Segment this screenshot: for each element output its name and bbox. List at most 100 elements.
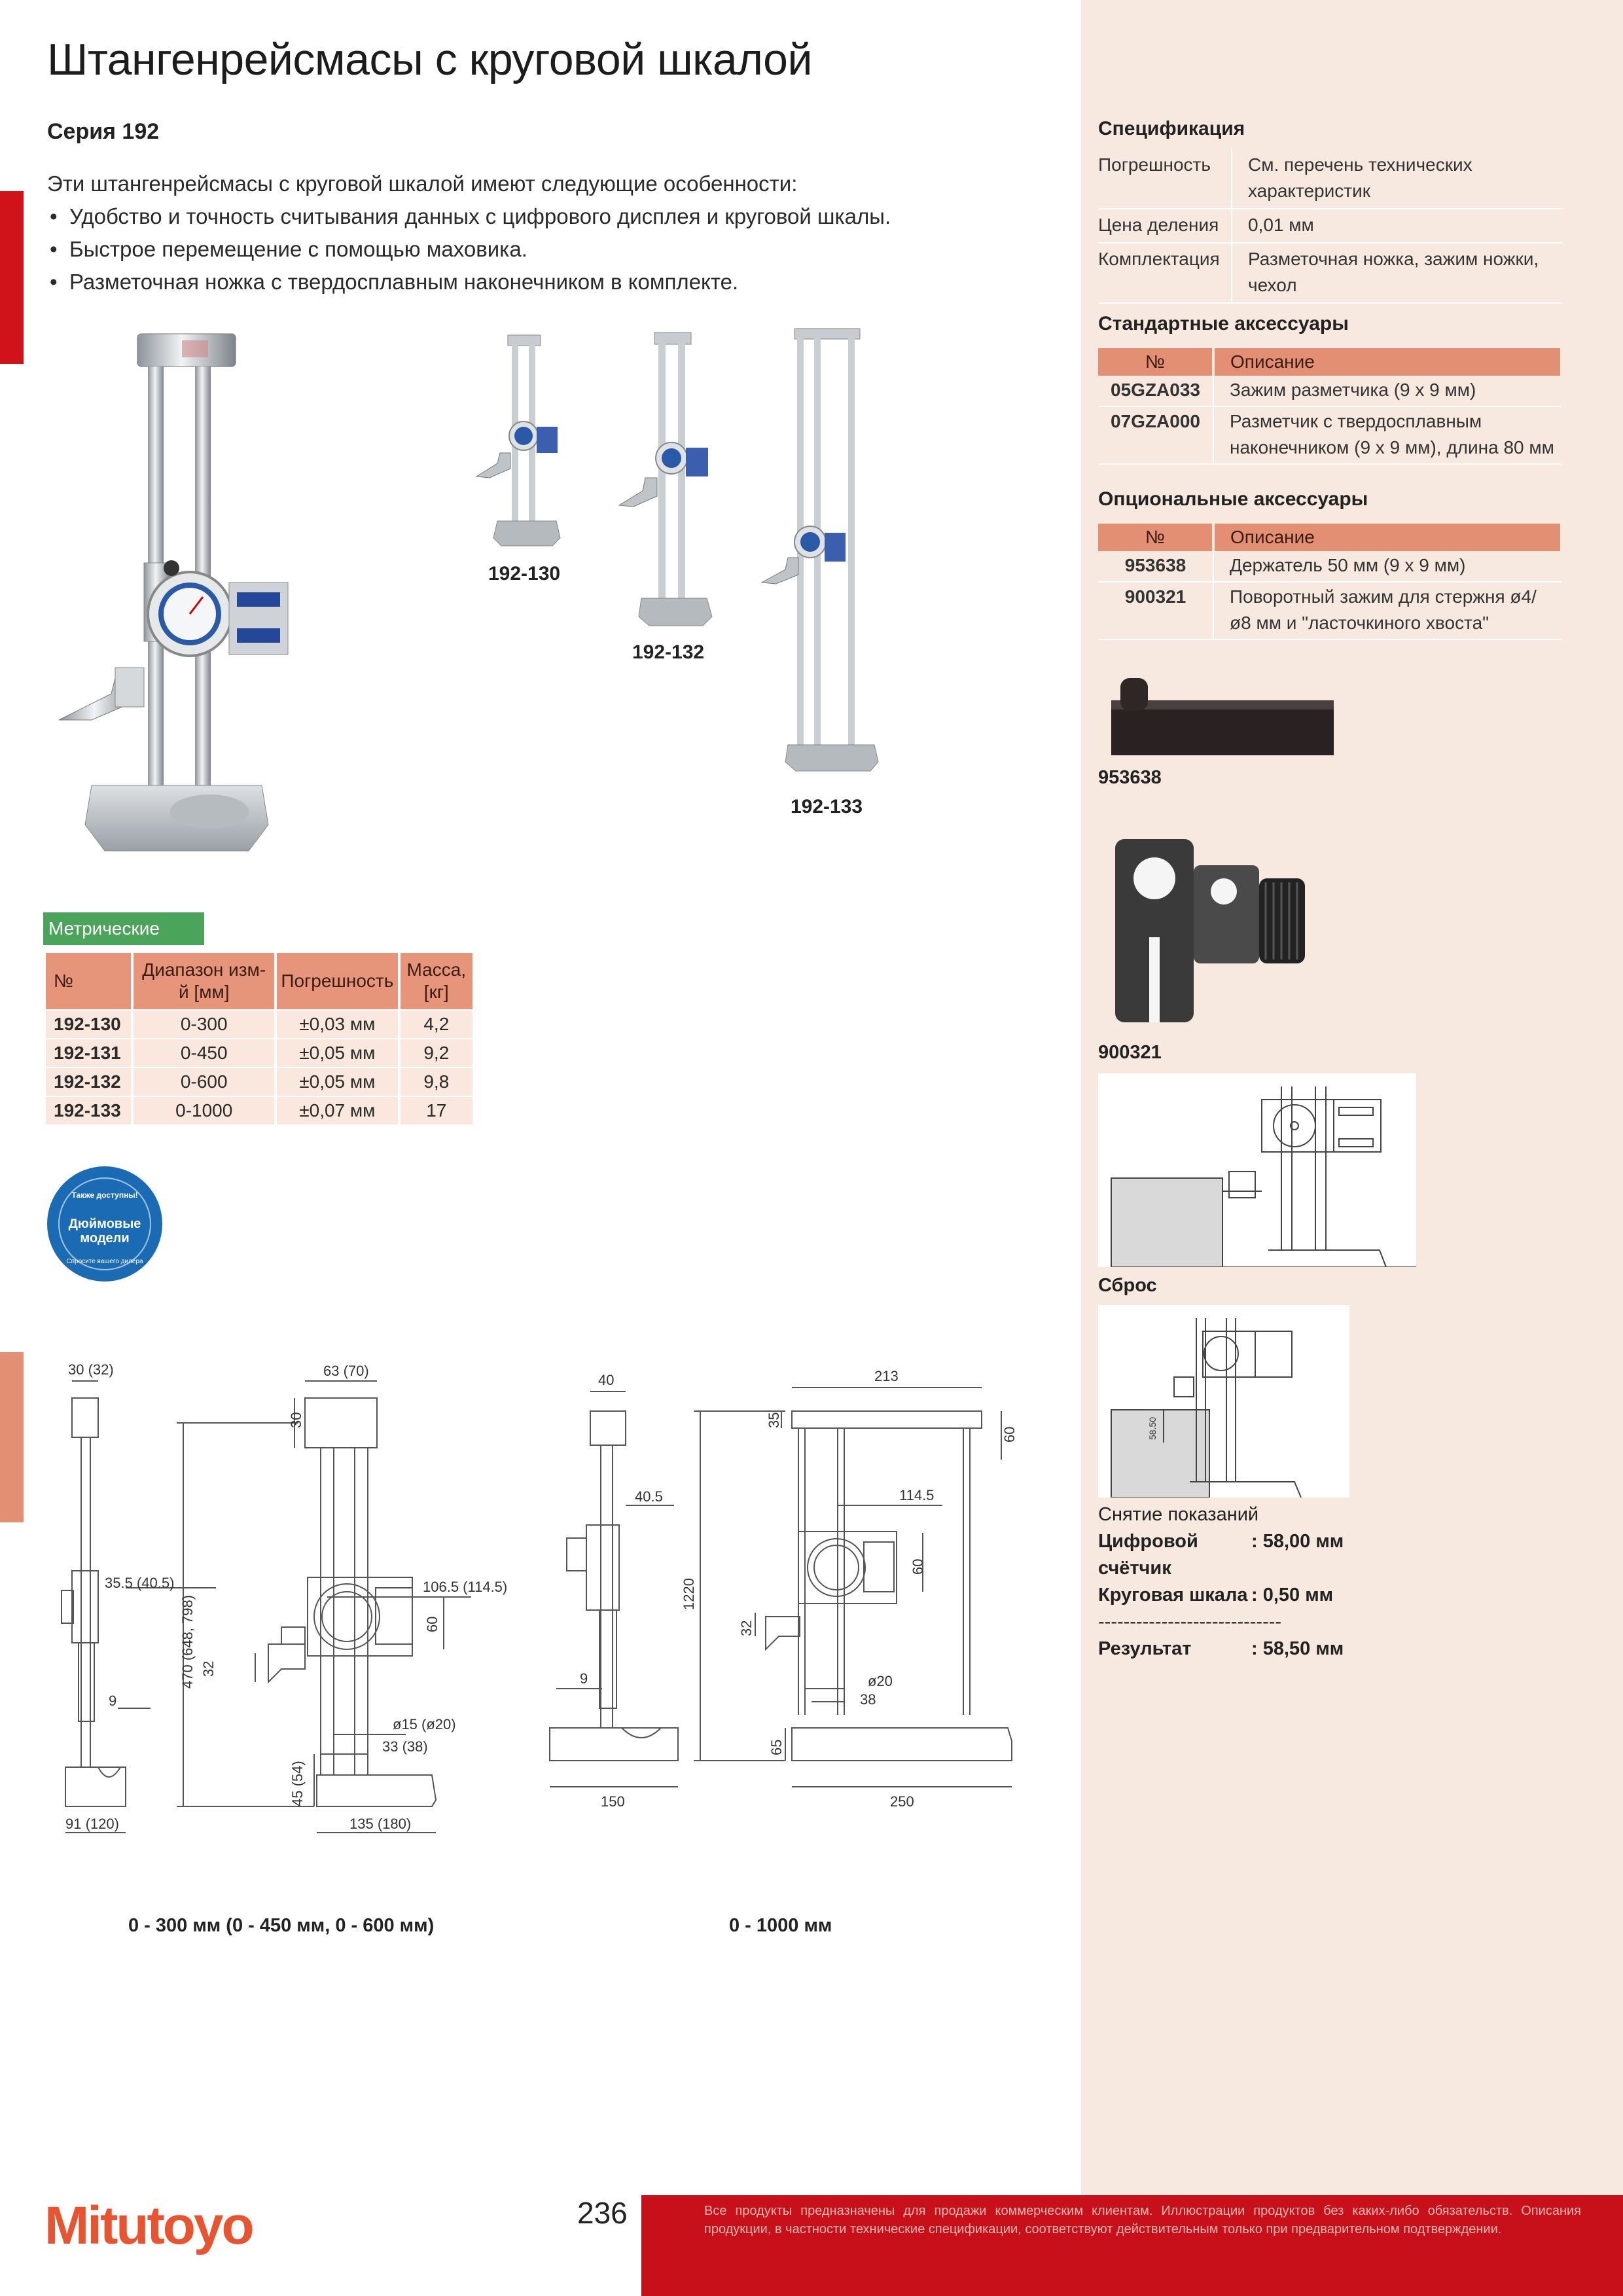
reset-label: Сброс — [1098, 1275, 1157, 1296]
dim-20: ø20 — [868, 1673, 893, 1689]
series-label: Серия 192 — [47, 119, 160, 144]
page-title: Штангенрейсмасы с круговой шкалой — [47, 35, 812, 84]
table-row: 192-131 0-450 ±0,05 мм 9,2 — [46, 1039, 473, 1067]
height-gauge-photo-192-133 — [759, 326, 890, 778]
dim-top-width: 30 (32) — [68, 1361, 114, 1378]
col-header-accuracy: Погрешность — [277, 953, 398, 1009]
spec-key: Комплектация — [1098, 243, 1232, 304]
reading-row-digital: Цифровой счётчик : 58,00 мм — [1098, 1528, 1344, 1582]
table-row: Комплектация Разметочная ножка, зажим но… — [1098, 243, 1563, 304]
intro-lead: Эти штангенрейсмасы с круговой шкалой им… — [47, 171, 798, 196]
reading-row-dial: Круговая шкала : 0,50 мм — [1098, 1582, 1344, 1609]
reading-heading: Снятие показаний — [1098, 1504, 1259, 1525]
col-header-desc: Описание — [1213, 348, 1563, 376]
brand-name: Mitutoyo — [45, 2197, 253, 2255]
cell-range: 0-450 — [134, 1039, 275, 1067]
reset-dim-58-50: 58.50 — [1147, 1417, 1158, 1440]
feature-list: Удобство и точность считывания данных с … — [47, 200, 1042, 298]
feature-item: Разметочная ножка с твердосплавным након… — [47, 266, 1042, 298]
reading-digital-label: Цифровой счётчик — [1098, 1531, 1198, 1579]
dim-1220: 1220 — [681, 1578, 697, 1610]
height-gauge-photo-large — [52, 327, 301, 864]
cell-range: 0-300 — [134, 1011, 275, 1038]
cell-desc: Поворотный зажим для стержня ø4/ ø8 мм и… — [1213, 582, 1561, 640]
dimension-drawing-0-600: 30 (32) 35.5 (40.5) 9 91 (120) 63 (70) 3… — [52, 1361, 524, 1846]
dimension-drawing-0-1000: 40 40.5 9 150 213 35 60 114.5 60 1220 32… — [543, 1361, 1027, 1846]
dim-60: 60 — [424, 1617, 440, 1632]
cell-accuracy: ±0,05 мм — [277, 1068, 398, 1096]
dim-9-large: 9 — [580, 1670, 588, 1687]
col-header-mass: Масса, [кг] — [400, 953, 473, 1009]
table-row: 192-133 0-1000 ±0,07 мм 17 — [46, 1097, 473, 1124]
cell-range: 0-1000 — [134, 1097, 275, 1124]
col-header-no: № — [1098, 348, 1215, 376]
opt-acc-heading: Опциональные аксессуары — [1098, 488, 1368, 510]
reading-dial-label: Круговая шкала — [1098, 1585, 1248, 1605]
badge-text-line2: модели — [80, 1231, 129, 1246]
model-label-192-133: 192-133 — [791, 796, 863, 817]
metric-models-table: № Диапазон изм-й [мм] Погрешность Масса,… — [43, 952, 475, 1126]
reading-digital-value: : 58,00 мм — [1251, 1531, 1344, 1552]
reading-result-label: Результат — [1098, 1638, 1192, 1659]
feature-item: Удобство и точность считывания данных с … — [47, 200, 1042, 233]
reading-dial-value: : 0,50 мм — [1251, 1585, 1334, 1605]
table-row: 953638 Держатель 50 мм (9 x 9 мм) — [1098, 551, 1561, 583]
table-row: 05GZA033 Зажим разметчика (9 x 9 мм) — [1098, 376, 1561, 407]
cell-code: 192-133 — [46, 1097, 132, 1124]
reset-diagram-2: 58.50 — [1098, 1305, 1349, 1498]
drawing-caption-small: 0 - 300 мм (0 - 450 мм, 0 - 600 мм) — [128, 1915, 435, 1936]
dim-35-5: 35.5 (40.5) — [105, 1575, 174, 1591]
dim-106-5: 106.5 (114.5) — [423, 1579, 507, 1595]
reset-diagram-1 — [1098, 1073, 1416, 1267]
table-header-row: № Описание — [1098, 524, 1563, 551]
col-header-no: № — [46, 953, 132, 1009]
cell-mass: 4,2 — [400, 1011, 473, 1038]
inch-models-badge[interactable]: Также доступны! Дюймовые модели Спросите… — [46, 1165, 164, 1283]
badge-top-text: Также доступны! — [71, 1191, 137, 1200]
section-marker-red — [0, 191, 24, 364]
intro-text: Эти штангенрейсмасы с круговой шкалой им… — [47, 168, 1042, 298]
cell-mass: 17 — [400, 1097, 473, 1124]
cell-desc: Держатель 50 мм (9 x 9 мм) — [1213, 551, 1561, 583]
spec-key: Погрешность — [1098, 149, 1232, 209]
dim-33: 33 (38) — [382, 1738, 428, 1755]
spec-heading: Спецификация — [1098, 118, 1245, 139]
dim-150: 150 — [601, 1793, 625, 1810]
dim-32-large: 32 — [738, 1621, 755, 1636]
cell-code: 953638 — [1098, 551, 1214, 583]
cell-code: 05GZA033 — [1098, 376, 1214, 407]
reading-example: Снятие показаний Цифровой счётчик : 58,0… — [1098, 1501, 1344, 1662]
accessory-900321-photo — [1102, 826, 1318, 1035]
cell-code: 07GZA000 — [1098, 406, 1214, 465]
cell-code: 192-130 — [46, 1011, 132, 1038]
spec-table: Погрешность См. перечень технических хар… — [1098, 149, 1563, 304]
accessory-953638-photo — [1109, 674, 1338, 759]
dim-63: 63 (70) — [323, 1363, 369, 1379]
badge-text-line1: Дюймовые — [69, 1217, 141, 1231]
col-header-range: Диапазон изм-й [мм] — [134, 953, 275, 1009]
table-row: 07GZA000 Разметчик с твердосплавным нако… — [1098, 406, 1561, 465]
mitutoyo-logo: Mitutoyo — [45, 2197, 306, 2255]
drawing-caption-large: 0 - 1000 мм — [729, 1915, 832, 1936]
metric-tag: Метрические — [43, 912, 204, 945]
dim-91: 91 (120) — [65, 1816, 119, 1832]
cell-mass: 9,8 — [400, 1068, 473, 1096]
dim-35-large: 35 — [766, 1412, 782, 1428]
cell-accuracy: ±0,07 мм — [277, 1097, 398, 1124]
model-label-192-130: 192-130 — [488, 563, 561, 584]
table-header-row: № Описание — [1098, 348, 1563, 376]
height-gauge-photo-192-132 — [615, 330, 720, 630]
cell-code: 900321 — [1098, 582, 1214, 640]
dim-114-5: 114.5 — [899, 1487, 934, 1503]
cell-desc: Разметчик с твердосплавным наконечником … — [1213, 406, 1561, 465]
col-header-desc: Описание — [1213, 524, 1563, 551]
dim-60-dial: 60 — [910, 1559, 926, 1575]
std-acc-heading: Стандартные аксессуары — [1098, 313, 1349, 334]
dim-15: ø15 (ø20) — [393, 1716, 456, 1732]
spec-value: См. перечень технических характеристик — [1232, 149, 1563, 209]
cell-accuracy: ±0,03 мм — [277, 1011, 398, 1038]
dim-40-5: 40.5 — [635, 1488, 663, 1505]
dim-30: 30 — [288, 1412, 304, 1428]
table-row: 192-130 0-300 ±0,03 мм 4,2 — [46, 1011, 473, 1038]
cell-desc: Зажим разметчика (9 x 9 мм) — [1213, 376, 1561, 407]
